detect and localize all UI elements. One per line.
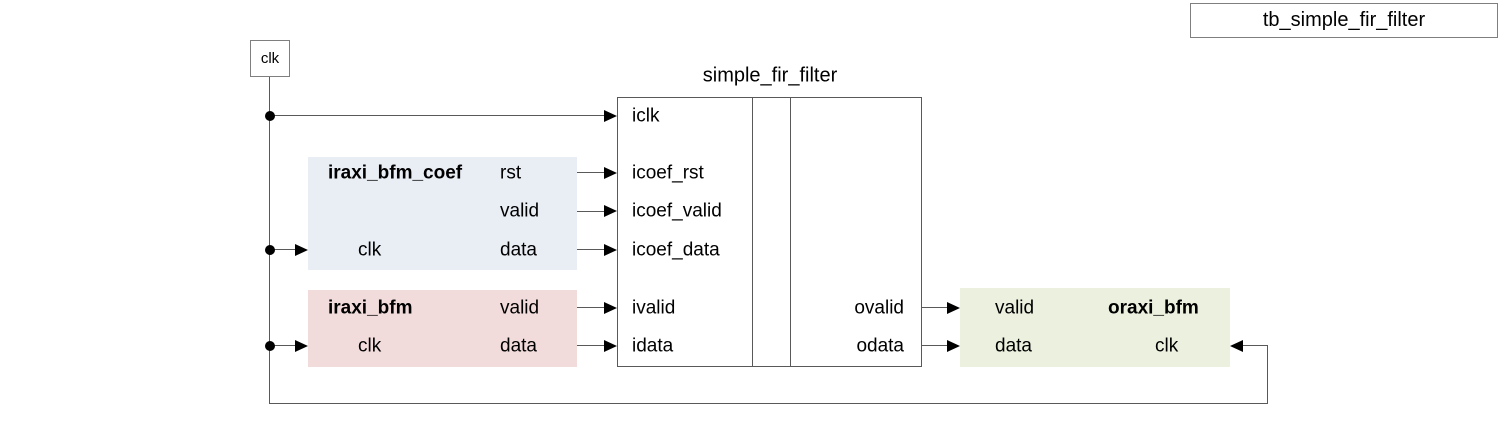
clock-source-label: clk [260,50,280,67]
junction-dot-iclk [265,111,275,121]
wire-coef-rst [577,172,604,173]
wire-clk-feedback-into-out-bfm [1243,345,1268,346]
coef-bfm-port-data: data [500,239,537,261]
wire-clk-to-data-bfm [270,345,295,346]
arrowhead-out-valid-icon [947,302,960,314]
dut-port-odata: odata [856,335,904,357]
coef-bfm-port-rst: rst [500,162,522,184]
wire-clk-to-iclk [270,115,604,116]
arrowhead-data-bfm-clk-icon [295,340,308,352]
dut-box [617,97,922,367]
dut-title: simple_fir_filter [702,64,838,87]
out-bfm-port-data: data [995,335,1032,357]
out-bfm-box [960,288,1230,367]
wire-clk-feedback-bottom [270,403,1268,404]
data-bfm-port-clk: clk [358,335,382,357]
arrowhead-out-data-icon [947,340,960,352]
out-bfm-port-valid: valid [995,297,1035,319]
dut-port-ovalid: ovalid [854,297,904,319]
junction-dot-coef-clk [265,245,275,255]
wire-clk-to-coef-bfm [270,249,295,250]
dut-port-idata: idata [632,335,674,357]
dut-port-ivalid: ivalid [632,297,676,319]
arrowhead-iclk-icon [604,110,617,122]
out-bfm-name: oraxi_bfm [1108,297,1199,319]
arrowhead-idata-icon [604,340,617,352]
coef-bfm-name: iraxi_bfm_coef [328,162,463,184]
data-bfm-port-valid: valid [500,297,540,319]
arrowhead-ivalid-icon [604,302,617,314]
coef-bfm-port-valid: valid [500,200,540,222]
wire-odata [922,345,947,346]
arrowhead-icoef-rst-icon [604,167,617,179]
arrowhead-icoef-data-icon [604,244,617,256]
dut-port-icoef-rst: icoef_rst [632,162,704,184]
coef-bfm-box [308,157,577,270]
coef-bfm-port-clk: clk [358,239,382,261]
wire-coef-data [577,249,604,250]
out-bfm-port-clk: clk [1155,335,1179,357]
arrowhead-coef-clk-icon [295,244,308,256]
wire-bfm-valid [577,307,604,308]
wire-clk-feedback-right [1267,346,1268,404]
junction-dot-data-bfm-clk [265,341,275,351]
testbench-title-box: tb_simple_fir_filter [1190,3,1498,38]
clock-source-box: clk [250,40,290,77]
dut-port-iclk: iclk [632,105,660,127]
data-bfm-name: iraxi_bfm [328,297,413,319]
arrowhead-icoef-valid-icon [604,205,617,217]
data-bfm-box [308,290,577,367]
dut-divider-right [790,97,791,367]
wire-clk-vertical [269,77,270,404]
wire-coef-valid [577,211,604,212]
data-bfm-port-data: data [500,335,537,357]
dut-port-icoef-data: icoef_data [632,239,720,261]
arrowhead-out-bfm-clk-icon [1230,340,1243,352]
dut-port-icoef-valid: icoef_valid [632,200,722,222]
testbench-title: tb_simple_fir_filter [1262,9,1426,31]
wire-bfm-data [577,345,604,346]
wire-ovalid [922,307,947,308]
dut-divider-left [752,97,753,367]
